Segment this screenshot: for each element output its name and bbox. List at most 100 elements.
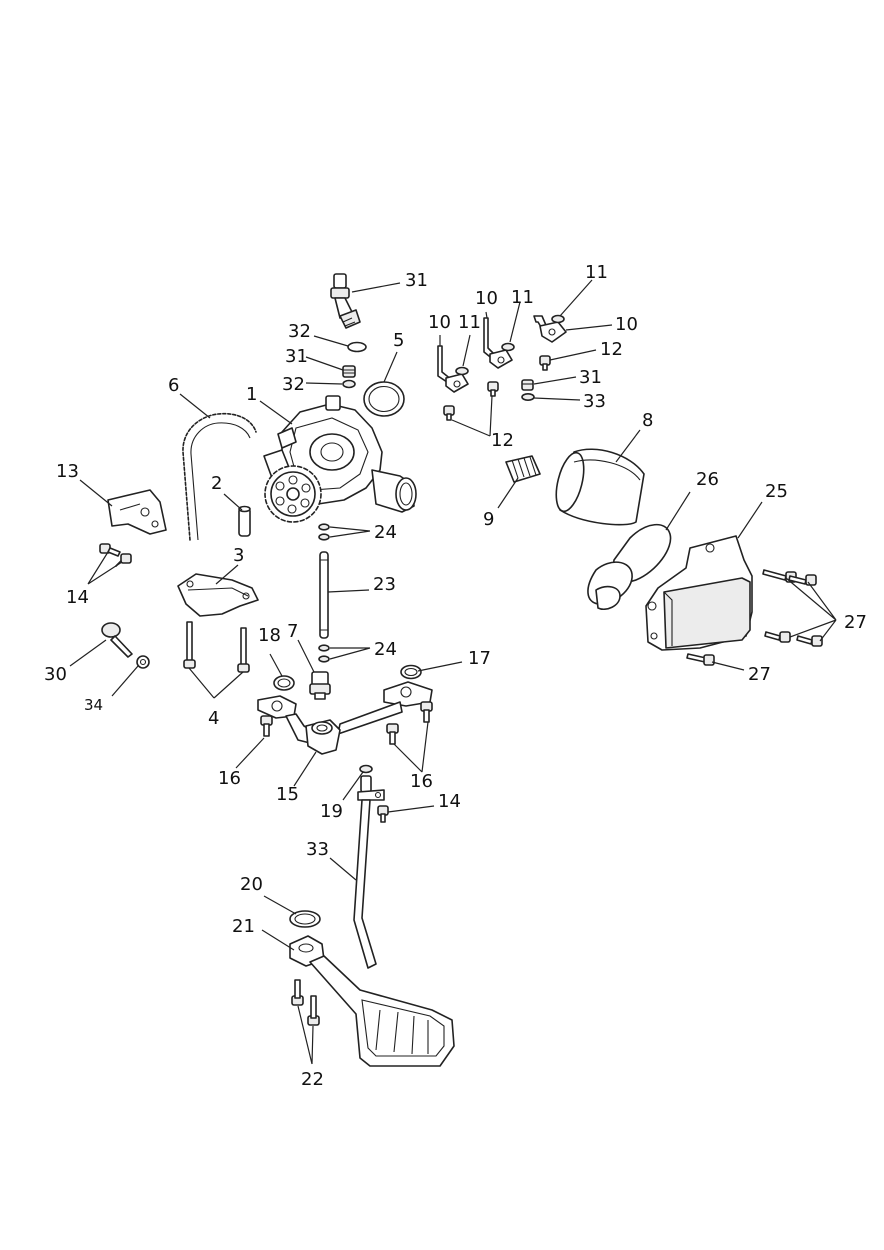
sealing-washer-32b — [521, 392, 535, 401]
callout-8: 8 — [642, 410, 653, 431]
bolt-12a — [443, 405, 455, 421]
callout-11-right: 11 — [585, 262, 608, 283]
oil-pipe-15 — [257, 681, 433, 755]
callout-5: 5 — [393, 330, 404, 351]
bolt-12c — [539, 355, 551, 371]
sealing-washer-29 — [347, 341, 367, 353]
oil-pressure-switch-part — [330, 273, 361, 329]
bolt-22a — [291, 979, 304, 1006]
callout-32: 32 — [282, 374, 305, 395]
callout-11-mid: 11 — [511, 287, 534, 308]
piston-jet-10a — [437, 345, 469, 393]
o-ring-24d — [318, 655, 330, 663]
callout-7: 7 — [287, 621, 298, 642]
bolt-12b — [487, 381, 499, 397]
o-ring-11c — [551, 314, 565, 324]
oil-filter-8 — [555, 448, 645, 526]
callout-23: 23 — [373, 574, 396, 595]
piston-jet-10b — [483, 317, 513, 369]
callout-numbers: 31 32 31 32 5 1 6 2 13 14 3 4 30 34 24 2… — [44, 262, 867, 1090]
callout-16-left: 16 — [218, 768, 241, 789]
drain-washer-34 — [136, 655, 150, 669]
blanking-plug-31 — [342, 365, 356, 378]
leader-lines — [69, 279, 837, 1065]
callout-25: 25 — [765, 481, 788, 502]
callout-31-right: 31 — [579, 367, 602, 388]
screw-14-right — [377, 805, 389, 823]
callout-4: 4 — [208, 708, 219, 729]
bolt-16b — [420, 701, 433, 723]
callout-30: 30 — [44, 664, 67, 685]
callout-10-right: 10 — [615, 314, 638, 335]
cooler-gasket-26 — [587, 523, 672, 611]
cooler-bolt-27d — [796, 635, 823, 647]
oil-cooler-25 — [645, 535, 753, 651]
o-ring-11a — [455, 366, 469, 376]
oil-strainer-20 — [289, 935, 455, 1067]
o-ring-part — [363, 381, 405, 417]
callout-19: 19 — [320, 801, 343, 822]
callout-6: 6 — [168, 375, 179, 396]
callout-12-upper: 12 — [600, 339, 623, 360]
callout-9: 9 — [483, 509, 494, 530]
sealing-washer-32 — [342, 379, 356, 389]
cooler-bolt-27c — [764, 631, 791, 643]
callout-27-upper: 27 — [844, 612, 867, 633]
callout-18: 18 — [258, 625, 281, 646]
callout-24-lower: 24 — [374, 639, 397, 660]
callout-15: 15 — [276, 784, 299, 805]
bolt-16c — [386, 723, 399, 745]
drain-plug-30 — [101, 622, 133, 658]
callout-22: 22 — [301, 1069, 324, 1090]
bolt-22b — [307, 995, 320, 1026]
bolt-16a — [260, 715, 273, 737]
callout-2: 2 — [211, 473, 222, 494]
callout-17: 17 — [468, 648, 491, 669]
dowel-part — [238, 505, 251, 537]
relief-valve-7 — [309, 671, 331, 700]
callout-3: 3 — [233, 545, 244, 566]
o-ring-24a — [318, 523, 330, 531]
seal-17 — [400, 664, 422, 680]
oil-baffle-part — [177, 573, 259, 617]
cooler-bolt-27e — [686, 653, 715, 666]
long-bolt-4a — [183, 621, 196, 669]
blanking-plug-31b — [521, 379, 534, 391]
o-ring-11b — [501, 342, 515, 352]
transfer-tube-part — [319, 551, 329, 639]
drive-chain-part — [182, 412, 257, 541]
o-ring-19 — [359, 764, 373, 774]
callout-20: 21 — [232, 916, 255, 937]
callout-28: 31 — [405, 270, 428, 291]
callout-16-right: 16 — [410, 771, 433, 792]
callout-26: 26 — [696, 469, 719, 490]
filter-adaptor-9 — [505, 455, 541, 483]
callout-13: 13 — [56, 461, 79, 482]
callout-24-upper: 24 — [374, 522, 397, 543]
callout-21: 20 — [240, 874, 263, 895]
callout-14-left: 14 — [66, 587, 89, 608]
callout-14-right: 14 — [438, 791, 461, 812]
o-ring-24b — [318, 533, 330, 541]
callout-10-left: 10 — [428, 312, 451, 333]
callout-32-right: 33 — [583, 391, 606, 412]
callout-27-lower: 27 — [748, 664, 771, 685]
chain-guide-bracket — [107, 489, 167, 535]
callout-31: 31 — [285, 346, 308, 367]
long-bolt-4b — [237, 627, 250, 673]
o-ring-21 — [289, 910, 321, 928]
piston-jet-10c — [533, 315, 567, 343]
callout-34: 34 — [84, 696, 103, 714]
callout-33: 33 — [306, 839, 329, 860]
seal-18 — [273, 675, 295, 691]
callout-10-mid: 10 — [475, 288, 498, 309]
o-ring-24c — [318, 644, 330, 652]
callout-29: 32 — [288, 321, 311, 342]
screw-14-left — [99, 543, 132, 567]
pump-drive-sprocket — [264, 465, 322, 523]
callout-12-lower: 12 — [491, 430, 514, 451]
callout-1: 1 — [246, 384, 257, 405]
callout-11-left: 11 — [458, 312, 481, 333]
pickup-tube-33 — [353, 775, 385, 969]
